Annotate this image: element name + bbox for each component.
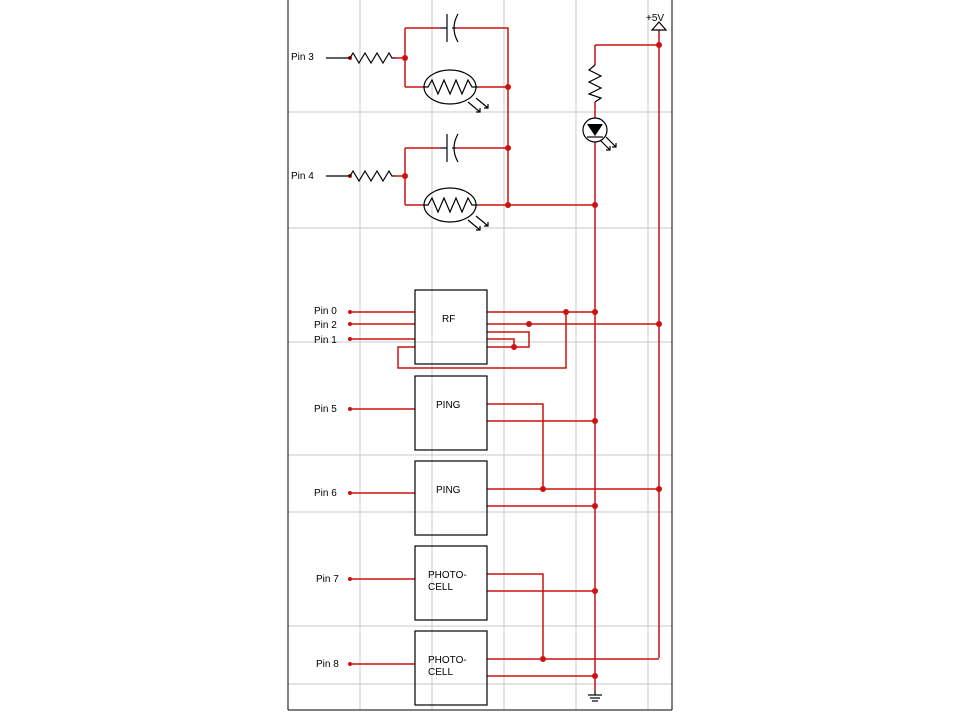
- ground-symbol: [588, 690, 602, 702]
- photoresistor-2: [423, 187, 489, 231]
- photocell-1-label-line2: CELL: [428, 582, 453, 593]
- supply-label: +5V: [646, 13, 664, 24]
- rf-block: RF: [414, 289, 488, 365]
- pin-7-label: Pin 7: [316, 574, 339, 585]
- pin-labels: Pin 3 Pin 4 Pin 0 Pin 2 Pin 1 Pin 5 Pin …: [291, 52, 339, 670]
- rf-label: RF: [442, 314, 455, 325]
- supply-symbol: +5V: [646, 13, 668, 31]
- photocell-2-label-line2: CELL: [428, 667, 453, 678]
- ping-label-2: PING: [436, 485, 461, 496]
- photocell-block-2: PHOTO- CELL: [414, 630, 488, 706]
- pin-3-label: Pin 3: [291, 52, 314, 63]
- pin-8-label: Pin 8: [316, 659, 339, 670]
- photocell-2-label-line1: PHOTO-: [428, 655, 467, 666]
- junction-dots: [402, 42, 662, 679]
- grid: [287, 0, 672, 710]
- pin-0-label: Pin 0: [314, 306, 337, 317]
- capacitor-1: [440, 13, 459, 43]
- photoresistor-1: [423, 69, 489, 113]
- resistor-pin3: [326, 51, 395, 65]
- pin-input-dots: [348, 56, 352, 666]
- pin-4-label: Pin 4: [291, 171, 314, 182]
- photocell-block-1: PHOTO- CELL: [414, 545, 488, 621]
- pin-6-label: Pin 6: [314, 488, 337, 499]
- pin-1-label: Pin 1: [314, 335, 337, 346]
- ping-block-1: PING: [414, 375, 488, 451]
- resistor-pin4: [326, 169, 395, 183]
- capacitor-2: [440, 133, 459, 163]
- resistor-led: [587, 64, 603, 103]
- led: [582, 117, 617, 151]
- ping-label-1: PING: [436, 400, 461, 411]
- pin-2-label: Pin 2: [314, 320, 337, 331]
- ping-block-2: PING: [414, 460, 488, 536]
- photocell-1-label-line1: PHOTO-: [428, 570, 467, 581]
- pin-5-label: Pin 5: [314, 404, 337, 415]
- border: [287, 0, 673, 711]
